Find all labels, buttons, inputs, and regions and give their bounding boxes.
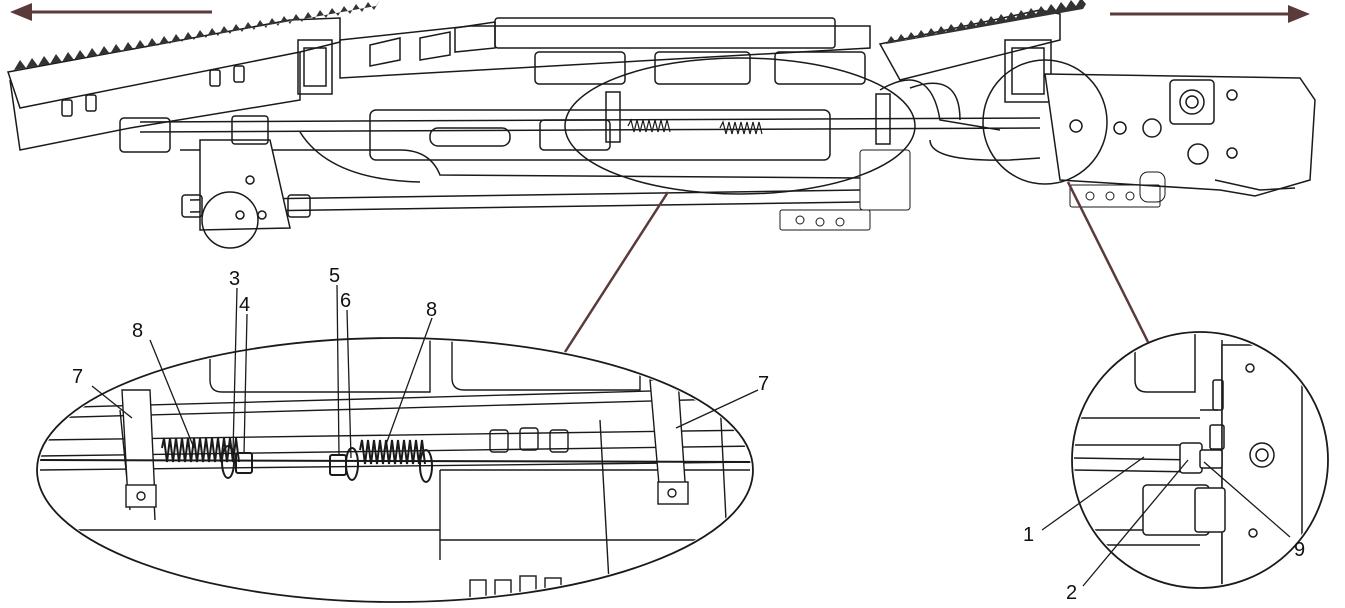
overview-spring-2 xyxy=(719,120,763,135)
callout-7-left: 7 xyxy=(72,366,83,388)
callout-7-right: 7 xyxy=(758,373,769,395)
callout-1: 1 xyxy=(1023,524,1034,546)
leader-line-left-detail xyxy=(563,191,670,353)
main-assembly xyxy=(7,0,1316,249)
callout-2: 2 xyxy=(1066,582,1077,603)
overview-spring-1 xyxy=(627,118,671,133)
arrow-left-icon xyxy=(10,3,212,21)
callout-9: 9 xyxy=(1294,539,1305,561)
callout-8-left: 8 xyxy=(132,320,143,342)
callout-4: 4 xyxy=(239,294,250,316)
spring-right-icon xyxy=(329,439,433,483)
callout-8-right: 8 xyxy=(426,299,437,321)
callout-3: 3 xyxy=(229,268,240,290)
lower-bolts xyxy=(779,149,1166,231)
callout-5: 5 xyxy=(329,265,340,287)
callout-6: 6 xyxy=(340,290,351,312)
right-detail-view: 1 2 9 xyxy=(1023,331,1329,604)
leader-line-right-detail xyxy=(1066,181,1150,343)
left-detail-view: 7 8 3 4 5 6 8 7 xyxy=(36,265,769,603)
left-track-teeth xyxy=(14,0,380,70)
arrow-right-icon xyxy=(1110,5,1310,23)
